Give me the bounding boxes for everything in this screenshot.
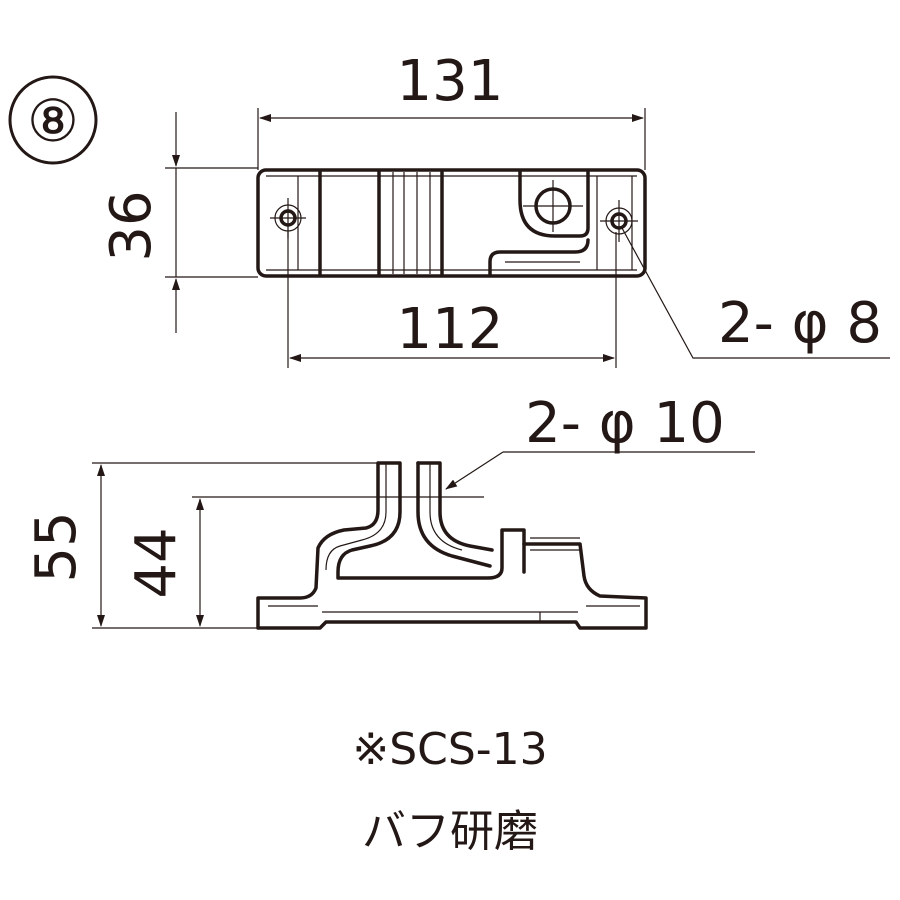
callout-phi10: 2- φ 10 — [525, 391, 725, 456]
callout-phi8: 2- φ 8 — [718, 291, 882, 356]
leader-phi8 — [621, 227, 890, 359]
material-note: ※SCS-13 — [352, 724, 548, 775]
dim-width: 36 — [99, 190, 164, 261]
top-outline — [256, 168, 647, 278]
dim-overall-length: 131 — [397, 49, 504, 114]
stop-profile — [518, 170, 590, 238]
side-outline — [256, 461, 648, 630]
side-view: 2- φ 10 55 44 — [24, 391, 755, 630]
part-number-badge: ⑧ — [8, 75, 98, 165]
leader-phi10-arrow — [445, 451, 504, 490]
dim-overall-height: 55 — [24, 511, 89, 582]
part-number: ⑧ — [27, 87, 79, 155]
dim-hole-pitch: 112 — [397, 297, 504, 362]
top-view: 131 36 — [99, 49, 890, 368]
finish-note: バフ研磨 — [362, 806, 538, 857]
dim-hole-height: 44 — [124, 527, 189, 598]
